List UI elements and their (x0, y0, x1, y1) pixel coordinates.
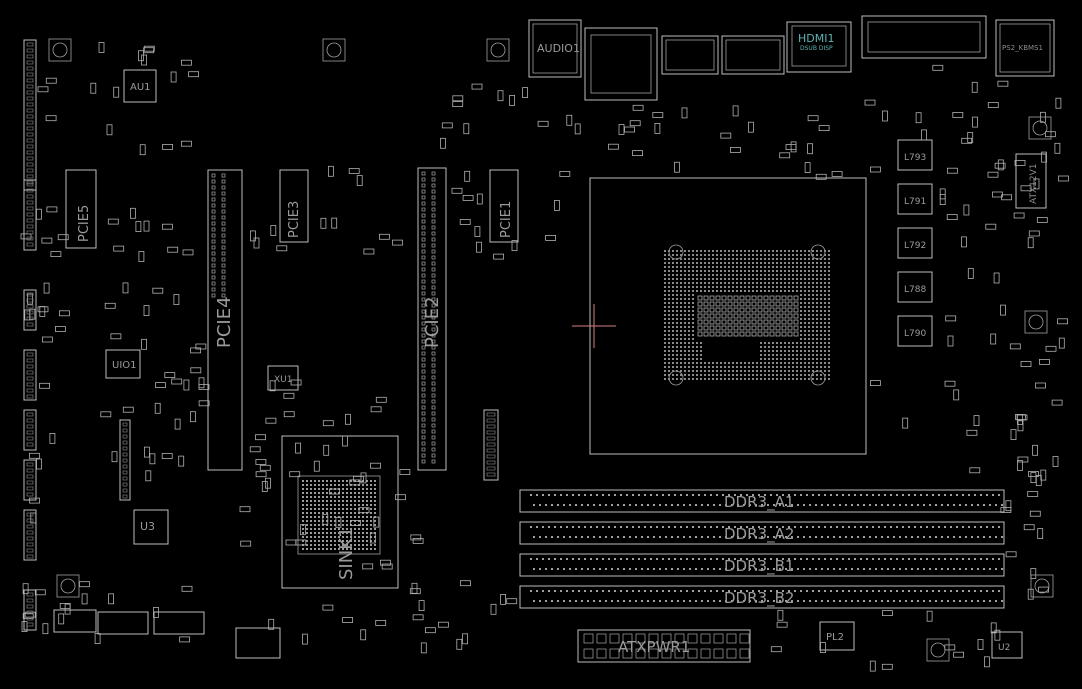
inductor-l788[interactable]: L788 (897, 271, 933, 303)
pcie2-pins (421, 171, 436, 464)
inductor-l791[interactable]: L791 (897, 183, 933, 215)
inductor-l793[interactable]: L793 (897, 139, 933, 171)
svg-text:AUDIO1: AUDIO1 (537, 42, 580, 55)
svg-text:UIO1: UIO1 (112, 360, 137, 371)
svg-text:XU1: XU1 (274, 375, 292, 385)
crystal-xu1[interactable]: XU1 (267, 365, 299, 391)
chip-uio1[interactable]: UIO1 (105, 349, 141, 379)
hdmi-connector[interactable]: HDMI1 DSUB DISP (786, 21, 852, 73)
svg-text:PCIE5: PCIE5 (77, 205, 92, 242)
svg-text:L791: L791 (904, 197, 926, 207)
dimm-slot-b2[interactable]: DDR3_B2 (519, 585, 1005, 609)
ps2-connector[interactable]: PS2_KBMS1 (995, 19, 1055, 77)
svg-text:DDR3_A2: DDR3_A2 (724, 525, 794, 544)
svg-text:PS2_KBMS1: PS2_KBMS1 (1002, 44, 1043, 52)
cpu-land-grid (664, 250, 830, 380)
svg-text:L790: L790 (904, 329, 926, 339)
pcie3-slot[interactable]: PCIE3 (279, 169, 309, 243)
chip-u2[interactable]: U2 (991, 631, 1023, 659)
passive-components (20, 38, 1069, 672)
svg-text:DDR3_A1: DDR3_A1 (724, 493, 794, 512)
pcie1-slot[interactable]: PCIE1 (489, 169, 519, 243)
cursor-crosshair (572, 304, 616, 348)
svg-text:PCIE4: PCIE4 (214, 296, 235, 348)
dimm-slot-a1[interactable]: DDR3_A1 (519, 489, 1005, 513)
svg-text:L788: L788 (904, 285, 926, 295)
svg-text:PL2: PL2 (826, 632, 844, 643)
svg-text:ATXPWR1: ATXPWR1 (618, 638, 690, 656)
pcie4-pins (211, 173, 226, 298)
svg-text:DDR3_B1: DDR3_B1 (724, 557, 794, 576)
svg-text:SINK1: SINK1 (336, 527, 357, 580)
chip-pl2[interactable]: PL2 (819, 621, 855, 651)
atx-power-connector[interactable]: ATXPWR1 (577, 629, 751, 663)
svg-text:DSUB DISP: DSUB DISP (800, 45, 833, 52)
pcie5-slot[interactable]: PCIE5 (65, 169, 97, 249)
pcie4-slot[interactable]: PCIE4 (207, 169, 243, 471)
usb-connector-2[interactable] (721, 35, 785, 75)
lan-connector[interactable] (584, 27, 658, 101)
svg-text:L793: L793 (904, 153, 926, 163)
svg-text:DDR3_B2: DDR3_B2 (724, 589, 794, 608)
svg-text:PCIE1: PCIE1 (499, 201, 514, 238)
usb-connector-1[interactable] (661, 35, 719, 75)
dsub-connector[interactable] (861, 15, 987, 59)
svg-text:AU1: AU1 (130, 82, 151, 93)
dimm-slot-b1[interactable]: DDR3_B1 (519, 553, 1005, 577)
inductor-l790[interactable]: L790 (897, 315, 933, 347)
svg-text:HDMI1: HDMI1 (798, 32, 834, 45)
svg-text:L792: L792 (904, 241, 926, 251)
dimm-slot-a2[interactable]: DDR3_A2 (519, 521, 1005, 545)
svg-text:U3: U3 (140, 520, 155, 533)
inductor-l792[interactable]: L792 (897, 227, 933, 259)
chip-u3[interactable]: U3 (133, 509, 169, 545)
svg-text:PCIE3: PCIE3 (287, 201, 302, 238)
audio-codec-au1[interactable]: AU1 (123, 69, 157, 103)
cpu-socket[interactable] (589, 177, 867, 455)
svg-text:U2: U2 (998, 643, 1010, 653)
audio-connector[interactable]: AUDIO1 (528, 19, 582, 78)
